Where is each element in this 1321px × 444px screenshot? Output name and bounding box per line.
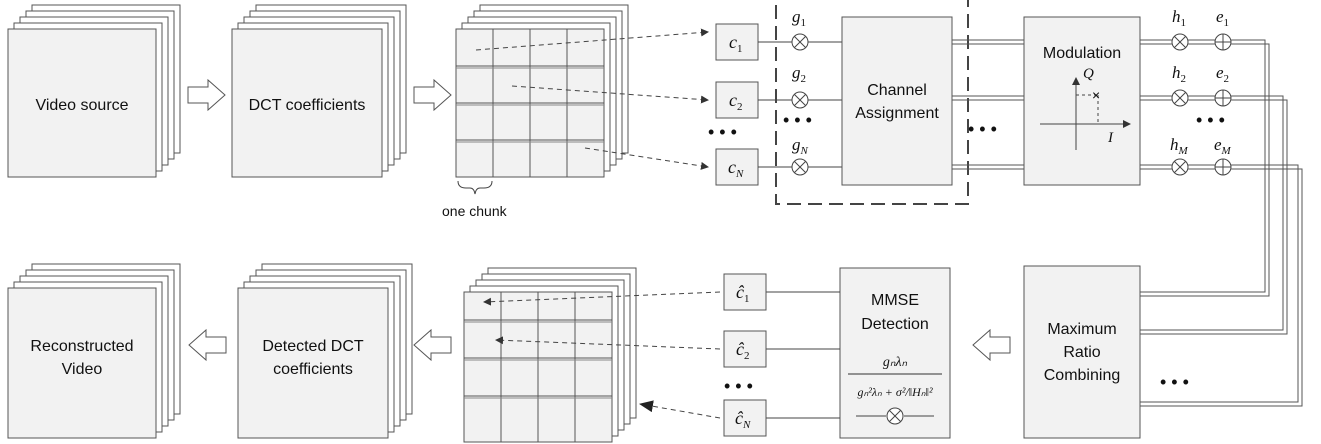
svg-text:Maximum: Maximum — [1047, 321, 1116, 338]
svg-text:g1: g1 — [792, 7, 806, 29]
estimate-box-cN: ĉN — [723, 399, 767, 437]
svg-text:h2: h2 — [1172, 63, 1186, 85]
estimate-arrow-2 — [495, 336, 721, 350]
svg-text:eM: eM — [1214, 135, 1232, 157]
chunk-arrow-1 — [475, 28, 709, 51]
flow-arrow-reconstructed — [188, 328, 227, 362]
flow-arrow-2 — [413, 78, 452, 112]
svg-text:ĉ1: ĉ1 — [736, 282, 750, 305]
svg-text:MMSE: MMSE — [871, 292, 919, 309]
svg-text:c1: c1 — [729, 32, 743, 55]
estimates-ellipsis: • • • — [724, 376, 753, 396]
modulation-block: Modulation Q I × — [1023, 16, 1141, 186]
dct-coefficients-stack: DCT coefficients — [231, 4, 407, 178]
detected-grid-stack — [463, 267, 637, 443]
svg-text:Reconstructed: Reconstructed — [30, 338, 133, 355]
video-source-label: Video source — [35, 97, 128, 114]
estimate-box-c1: ĉ1 — [723, 273, 767, 311]
reconstructed-video-stack: Reconstructed Video — [7, 263, 181, 439]
mmse-block: MMSE Detection gₙλₙ gₙ²λₙ + σ²/‖Hₙ‖² — [839, 267, 951, 439]
mrc-ellipsis: • • • — [1160, 372, 1189, 392]
constellation-point: × — [1092, 87, 1100, 103]
i-axis-label: I — [1107, 130, 1114, 146]
q-axis-label: Q — [1083, 66, 1094, 82]
chunk-brace — [457, 180, 493, 195]
channels-ellipsis: • • • — [1196, 110, 1225, 130]
gains-ellipsis: • • • — [783, 110, 812, 130]
svg-text:h1: h1 — [1172, 7, 1186, 29]
gain-multiplier-N: gN — [791, 135, 809, 176]
flow-arrow-1 — [187, 78, 226, 112]
mrc-block: Maximum Ratio Combining — [1023, 265, 1141, 439]
dct-coefficients-label: DCT coefficients — [249, 97, 366, 114]
svg-text:Channel: Channel — [867, 82, 927, 99]
svg-text:e1: e1 — [1216, 7, 1229, 29]
svg-text:Video: Video — [62, 361, 103, 378]
estimate-box-c2: ĉ2 — [723, 330, 767, 368]
channel-multiplier-1: h1 — [1171, 7, 1189, 51]
svg-text:Modulation: Modulation — [1043, 45, 1121, 62]
noise-adder-1: e1 — [1214, 7, 1232, 51]
mmse-formula-numerator: gₙλₙ — [883, 355, 908, 370]
svg-text:Detected DCT: Detected DCT — [262, 338, 364, 355]
channel-multiplier-2: h2 — [1171, 63, 1189, 107]
svg-text:e2: e2 — [1216, 63, 1229, 85]
video-source-stack: Video source — [7, 4, 181, 178]
svg-text:hM: hM — [1170, 135, 1189, 157]
mmse-formula-denominator: gₙ²λₙ + σ²/‖Hₙ‖² — [857, 385, 932, 399]
svg-text:cN: cN — [728, 157, 744, 180]
estimate-arrow-3 — [639, 400, 721, 419]
chunks-ellipsis: • • • — [708, 122, 737, 142]
noise-adder-M: eM — [1214, 135, 1232, 176]
detected-dct-stack: Detected DCT coefficients — [237, 263, 413, 439]
chunk-grid-stack — [455, 4, 629, 178]
svg-text:coefficients: coefficients — [273, 361, 353, 378]
svg-text:c2: c2 — [729, 90, 743, 113]
one-chunk-label: one chunk — [442, 203, 508, 219]
svg-text:ĉ2: ĉ2 — [736, 339, 750, 362]
chunk-arrow-3 — [584, 147, 709, 170]
svg-text:Ratio: Ratio — [1063, 344, 1100, 361]
noise-adder-2: e2 — [1214, 63, 1232, 107]
svg-text:Detection: Detection — [861, 316, 929, 333]
svg-text:g2: g2 — [792, 63, 806, 85]
channel-assignment-block: Channel Assignment — [841, 16, 953, 186]
flow-arrow-mrc — [972, 328, 1011, 362]
gain-multiplier-1: g1 — [791, 7, 809, 51]
assignment-ellipsis: • • • — [968, 119, 997, 139]
chunk-arrow-2 — [511, 85, 709, 104]
chunk-box-c2: c2 — [715, 81, 759, 119]
gain-multiplier-2: g2 — [791, 63, 809, 109]
estimate-arrow-1 — [483, 291, 721, 306]
svg-text:gN: gN — [792, 135, 809, 157]
chunk-box-c1: c1 — [715, 23, 759, 61]
flow-arrow-detected — [413, 328, 452, 362]
channel-multiplier-M: hM — [1170, 135, 1189, 176]
chunk-box-cN: cN — [715, 148, 759, 186]
svg-text:Combining: Combining — [1044, 367, 1120, 384]
svg-text:Assignment: Assignment — [855, 105, 939, 122]
svg-text:ĉN: ĉN — [735, 408, 751, 431]
